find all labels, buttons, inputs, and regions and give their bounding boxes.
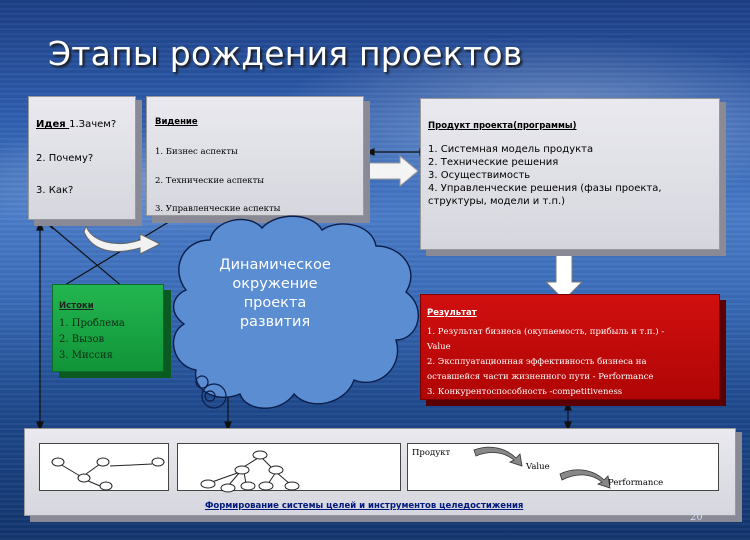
tree-diagram-2 xyxy=(201,451,299,492)
value-chain-arrows xyxy=(474,447,610,488)
tree-diagram-1 xyxy=(52,458,164,490)
page-number: 20 xyxy=(690,512,703,523)
